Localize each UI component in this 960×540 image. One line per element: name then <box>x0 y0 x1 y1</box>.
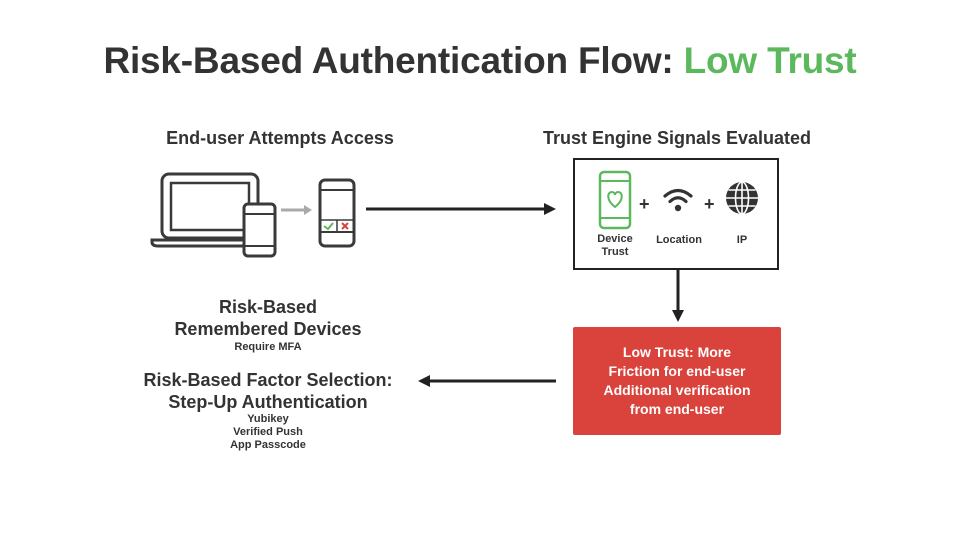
arrow-to-engine <box>366 203 556 215</box>
phone-heart-icon <box>598 170 632 230</box>
low-trust-line-4: from end-user <box>629 401 725 417</box>
plus-sign-2: + <box>704 194 715 214</box>
wifi-icon <box>663 188 693 212</box>
trust-engine-box <box>573 158 779 270</box>
remembered-line-2: Remembered Devices <box>174 319 362 339</box>
laptop-icon <box>150 172 260 248</box>
arrow-to-factor-selection <box>418 375 556 387</box>
arrow-down <box>672 270 684 322</box>
factor-line-1: Risk-Based Factor Selection: <box>143 370 393 390</box>
factor-option-verified-push: Verified Push <box>233 426 303 438</box>
remembered-devices-heading: Risk-Based Remembered Devices <box>128 296 408 340</box>
remembered-line-1: Risk-Based <box>218 297 318 317</box>
low-trust-line-3: Additional verification <box>603 382 751 398</box>
low-trust-line-2: Friction for end-user <box>608 363 746 379</box>
title-main: Risk-Based Authentication Flow: <box>103 40 684 81</box>
low-trust-box: Low Trust: More Friction for end-user Ad… <box>573 327 781 435</box>
factor-option-app-passcode: App Passcode <box>230 439 306 451</box>
trust-engine-heading: Trust Engine Signals Evaluated <box>542 128 812 148</box>
factor-options: Yubikey Verified Push App Passcode <box>168 413 368 452</box>
globe-icon <box>726 181 758 215</box>
factor-selection-heading: Risk-Based Factor Selection: Step-Up Aut… <box>118 369 418 413</box>
end-user-heading: End-user Attempts Access <box>166 128 394 148</box>
devices-illustration <box>150 172 356 258</box>
signal-device-trust-label: Device Trust <box>597 233 633 258</box>
factor-option-yubikey: Yubikey <box>247 413 289 425</box>
phone-approval-icon <box>318 178 356 248</box>
gray-arrow-icon <box>281 205 312 215</box>
tablet-icon <box>242 202 277 258</box>
signal-ip-label: IP <box>736 234 748 246</box>
title-accent: Low Trust <box>683 40 857 81</box>
signal-location-label: Location <box>656 234 702 246</box>
low-trust-line-1: Low Trust: More <box>622 344 732 360</box>
page-title: Risk-Based Authentication Flow: Low Trus… <box>0 40 960 82</box>
plus-sign-1: + <box>639 194 650 214</box>
factor-line-2: Step-Up Authentication <box>168 392 368 412</box>
remembered-note: Require MFA <box>234 341 302 353</box>
